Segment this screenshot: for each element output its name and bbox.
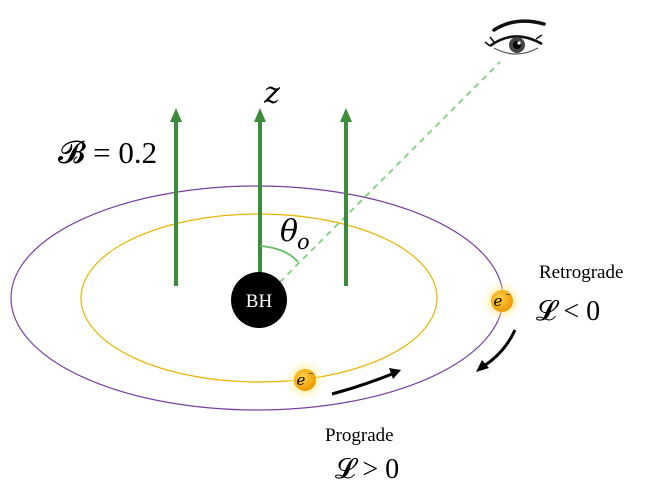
electron-prograde: e − (285, 360, 325, 400)
field-strength-label: 𝓑 = 0.2 (58, 135, 157, 170)
electron-charge: − (308, 369, 314, 380)
field-arrow-right (340, 108, 352, 286)
black-hole-label: BH (246, 291, 273, 312)
black-hole: BH (231, 272, 287, 328)
inclination-angle-label: θ o (280, 214, 310, 254)
inclination-angle-arc (259, 245, 299, 263)
retrograde-label: Retrograde (539, 262, 623, 283)
electron-retrograde: e − (482, 281, 522, 321)
prograde-label: Prograde (325, 425, 394, 446)
prograde-condition: 𝓛 > 0 (335, 454, 399, 485)
angle-subscript: o (297, 230, 310, 254)
electron-symbol: e (297, 371, 306, 389)
line-of-sight (271, 61, 501, 291)
z-axis-label: z (263, 76, 280, 111)
field-arrow-center (254, 108, 266, 300)
field-arrow-left (170, 108, 182, 286)
retrograde-arrow (476, 329, 517, 372)
retrograde-condition: 𝓛 < 0 (536, 296, 600, 327)
electron-symbol: e (494, 292, 503, 310)
angle-symbol: θ (280, 214, 298, 249)
prograde-arrow (331, 368, 401, 396)
eye-icon (484, 19, 546, 55)
electron-charge: − (505, 290, 511, 301)
